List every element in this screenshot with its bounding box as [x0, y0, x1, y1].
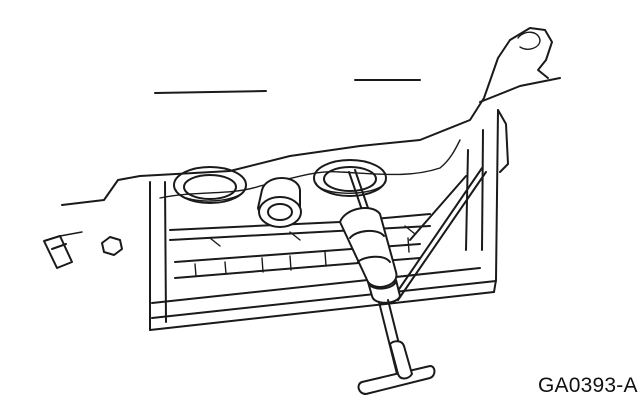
puller-tool-icon: [339, 169, 436, 395]
braces: [392, 167, 487, 301]
reference-lines: [154, 79, 421, 94]
gasket-edge: [159, 139, 461, 199]
housing-outline: [61, 27, 561, 331]
bore-right: [313, 159, 387, 197]
figure-id-label: GA0393-A: [538, 374, 638, 397]
bore-left: [173, 166, 247, 204]
seal-bushing: [257, 177, 302, 228]
bolt-icon: [43, 231, 83, 269]
hex-nut-icon: [101, 236, 123, 256]
